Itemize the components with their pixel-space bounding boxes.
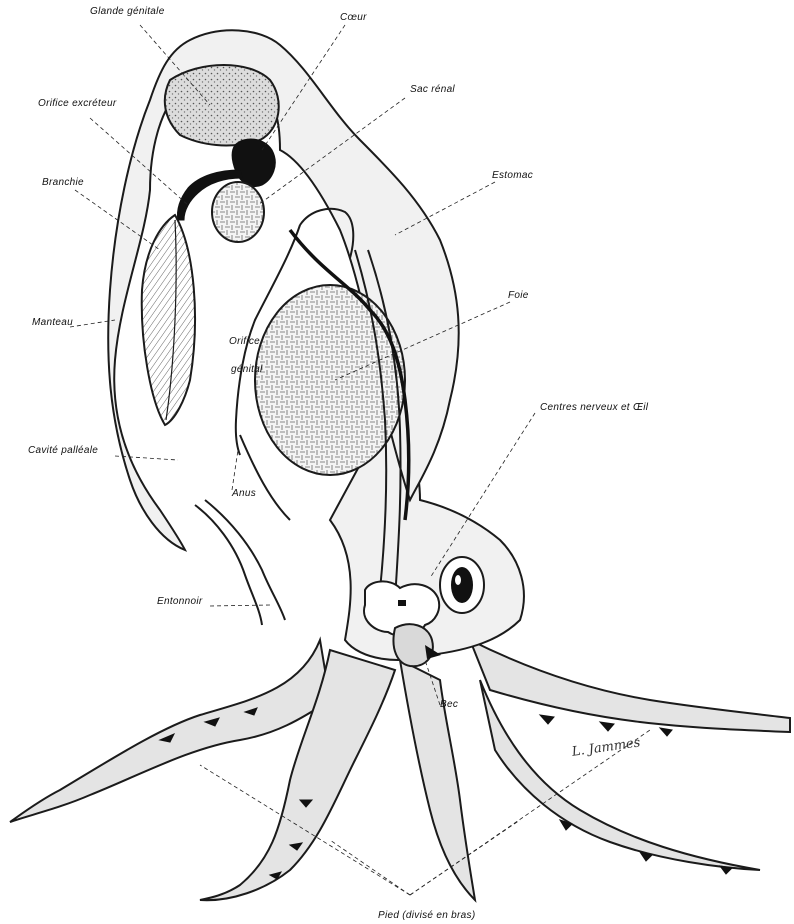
label-pied: Pied (divisé en bras) — [378, 910, 475, 921]
label-manteau: Manteau — [32, 317, 73, 328]
coeur — [232, 139, 275, 187]
label-foie: Foie — [508, 290, 529, 301]
label-orifice-genital: Orifice — [229, 336, 260, 347]
arm-front-left — [10, 640, 330, 822]
glande-genitale — [165, 65, 279, 145]
entonnoir — [195, 500, 285, 625]
arms — [10, 640, 790, 900]
artist-signature: L. Jammes — [570, 735, 642, 760]
label-cavite-palleale: Cavité palléale — [28, 445, 98, 456]
label-anus: Anus — [231, 488, 256, 499]
branchie — [142, 215, 195, 425]
label-glande-genitale: Glande génitale — [90, 6, 165, 17]
label-bec: Bec — [440, 699, 458, 710]
label-entonnoir: Entonnoir — [157, 596, 203, 607]
label-sac-renal: Sac rénal — [410, 84, 455, 95]
label-branchie: Branchie — [42, 177, 84, 188]
label-orifice-genital-2: génital — [231, 364, 263, 375]
label-centres-nerveux: Centres nerveux et Œil — [540, 402, 649, 413]
label-estomac: Estomac — [492, 170, 533, 181]
foie — [255, 285, 405, 475]
label-coeur: Cœur — [340, 12, 367, 23]
sac-renal — [212, 182, 264, 242]
eye — [440, 557, 484, 613]
label-orifice-excreteur: Orifice excréteur — [38, 98, 117, 109]
arm-front-right — [400, 660, 475, 900]
arm-back-right — [470, 640, 790, 732]
